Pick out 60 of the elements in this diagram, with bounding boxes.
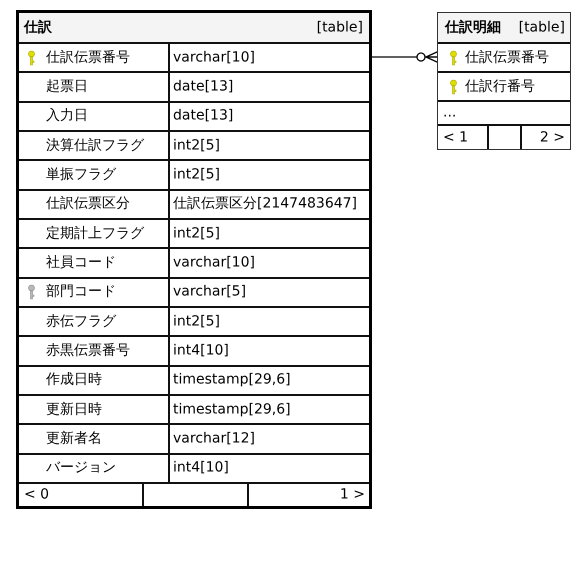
column-name: 赤伝フラグ bbox=[46, 313, 116, 330]
table-name: 仕訳明細 bbox=[445, 19, 501, 36]
column-row bbox=[19, 394, 369, 424]
data-type: date[13] bbox=[173, 108, 234, 125]
column-row bbox=[19, 276, 369, 306]
column-name: バージョン bbox=[46, 460, 116, 477]
data-type: int2[5] bbox=[173, 166, 220, 184]
column-name: 仕訳伝票番号 bbox=[465, 49, 549, 66]
data-type: int2[5] bbox=[173, 137, 220, 154]
ellipsis-text: ... bbox=[443, 104, 456, 122]
column-row bbox=[19, 423, 369, 453]
column-name: 入力日 bbox=[46, 108, 88, 125]
column-name: 仕訳伝票区分 bbox=[46, 196, 130, 213]
data-type: int4[10] bbox=[173, 460, 229, 477]
column-row bbox=[19, 188, 369, 218]
column-row bbox=[19, 306, 369, 336]
table-footer bbox=[19, 482, 369, 506]
footer-right-label: 1 > bbox=[340, 486, 365, 504]
table-box bbox=[16, 10, 372, 509]
data-type: int2[5] bbox=[173, 313, 220, 330]
column-name: 定期計上フラグ bbox=[46, 225, 144, 242]
column-row bbox=[19, 100, 369, 130]
column-row bbox=[19, 130, 369, 160]
table-type-label: [table] bbox=[518, 19, 565, 36]
column-name: 更新者名 bbox=[46, 430, 102, 448]
footer-left-label: < 0 bbox=[24, 486, 50, 504]
table-name: 仕訳 bbox=[24, 19, 52, 36]
column-name: 単振フラグ bbox=[46, 166, 116, 184]
footer-left-label: < 1 bbox=[443, 129, 468, 146]
data-type: varchar[5] bbox=[173, 284, 246, 301]
footer-right-label: 2 > bbox=[540, 129, 565, 146]
data-type: 仕訳伝票区分[2147483647] bbox=[173, 196, 357, 213]
column-row bbox=[19, 71, 369, 101]
data-type: int2[5] bbox=[173, 225, 220, 242]
table-footer bbox=[438, 124, 570, 149]
column-row bbox=[19, 452, 369, 482]
column-row bbox=[19, 335, 369, 365]
column-row bbox=[19, 364, 369, 394]
column-name: 起票日 bbox=[46, 78, 88, 96]
data-type: timestamp[29,6] bbox=[173, 372, 291, 389]
table-box bbox=[437, 12, 571, 150]
data-type: varchar[10] bbox=[173, 254, 255, 272]
column-name: 作成日時 bbox=[46, 372, 102, 389]
column-row bbox=[19, 218, 369, 248]
column-name: 仕訳伝票番号 bbox=[46, 49, 130, 66]
data-type: date[13] bbox=[173, 78, 234, 96]
column-name: 赤黒伝票番号 bbox=[46, 342, 130, 360]
column-name: 社員コード bbox=[46, 254, 116, 272]
column-row bbox=[19, 159, 369, 189]
column-name: 仕訳行番号 bbox=[465, 78, 535, 95]
data-type: int4[10] bbox=[173, 342, 229, 360]
column-row bbox=[19, 247, 369, 277]
column-name: 更新日時 bbox=[46, 401, 102, 418]
column-row bbox=[19, 42, 369, 72]
column-name: 決算仕訳フラグ bbox=[46, 137, 144, 154]
data-type: varchar[10] bbox=[173, 49, 255, 66]
column-name: 部門コード bbox=[46, 284, 116, 301]
table-type-label: [table] bbox=[316, 19, 363, 36]
data-type: timestamp[29,6] bbox=[173, 401, 291, 418]
data-type: varchar[12] bbox=[173, 430, 255, 448]
